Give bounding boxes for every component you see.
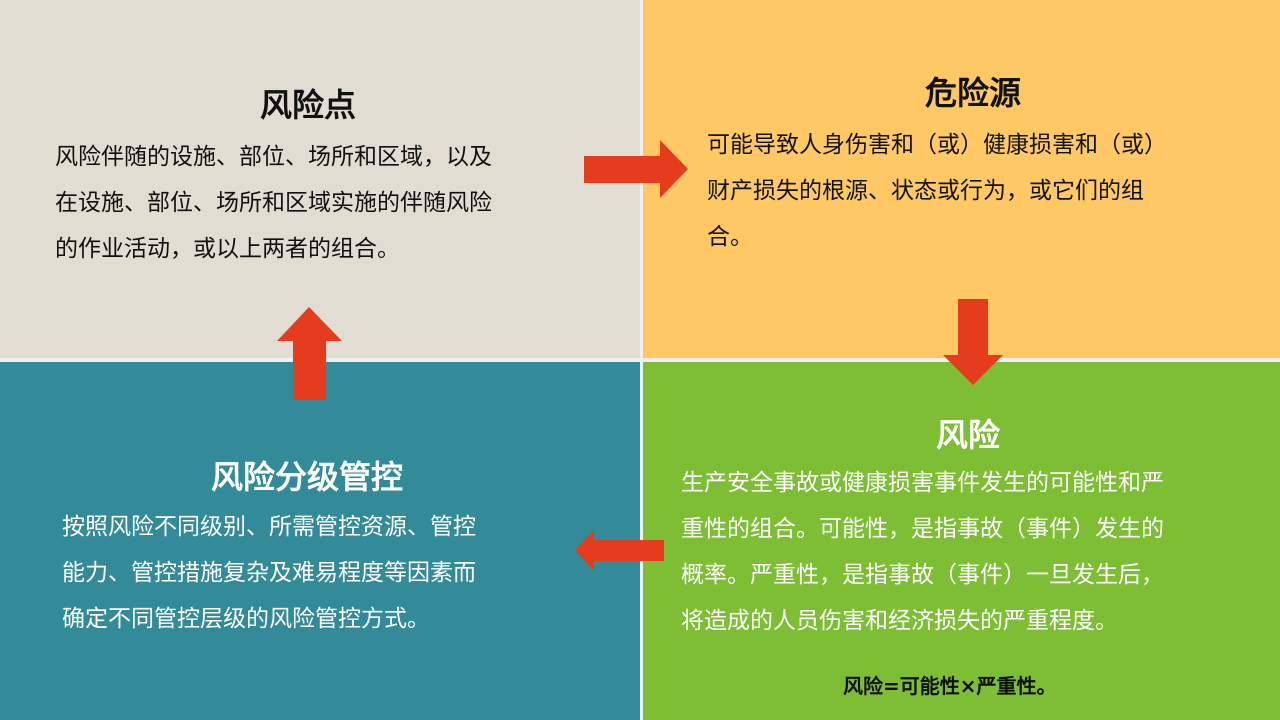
text-line: 风险伴随的设施、部位、场所和区域，以及 — [55, 144, 492, 170]
arrow-right-icon — [584, 140, 688, 198]
text-line: 在设施、部位、场所和区域实施的伴随风险 — [55, 190, 492, 216]
text-line: 能力、管控措施复杂及难易程度等因素而 — [62, 560, 476, 586]
text-line: 的作业活动，或以上两者的组合。 — [55, 236, 400, 262]
risk-control-description: 按照风险不同级别、所需管控资源、管控 能力、管控措施复杂及难易程度等因素而 确定… — [62, 504, 476, 642]
risk-control-panel: 风险分级管控 按照风险不同级别、所需管控资源、管控 能力、管控措施复杂及难易程度… — [0, 362, 640, 720]
risk-point-title: 风险点 — [259, 86, 356, 124]
arrow-up-icon — [277, 307, 342, 400]
arrow-down-icon — [943, 299, 1003, 385]
hazard-source-description: 可能导致人身伤害和（或）健康损害和（或） 财产损失的根源、状态或行为，或它们的组… — [707, 122, 1167, 260]
text-line: 确定不同管控层级的风险管控方式。 — [62, 606, 430, 632]
text-line: 按照风险不同级别、所需管控资源、管控 — [62, 514, 476, 540]
risk-title: 风险 — [935, 416, 1000, 454]
hazard-source-panel: 危险源 可能导致人身伤害和（或）健康损害和（或） 财产损失的根源、状态或行为，或… — [643, 0, 1280, 358]
hazard-source-title: 危险源 — [924, 74, 1021, 112]
text-line: 将造成的人员伤害和经济损失的严重程度。 — [681, 608, 1118, 634]
text-line: 财产损失的根源、状态或行为，或它们的组 — [707, 178, 1144, 204]
text-line: 重性的组合。可能性，是指事故（事件）发生的 — [681, 516, 1164, 542]
risk-description: 生产安全事故或健康损害事件发生的可能性和严 重性的组合。可能性，是指事故（事件）… — [681, 460, 1164, 644]
text-line: 可能导致人身伤害和（或）健康损害和（或） — [707, 132, 1167, 158]
risk-control-title: 风险分级管控 — [210, 458, 403, 496]
text-line: 生产安全事故或健康损害事件发生的可能性和严 — [681, 470, 1164, 496]
risk-point-panel: 风险点 风险伴随的设施、部位、场所和区域，以及 在设施、部位、场所和区域实施的伴… — [0, 0, 640, 358]
text-line: 概率。严重性，是指事故（事件）一旦发生后， — [681, 562, 1164, 588]
risk-formula: 风险=可能性×严重性。 — [843, 674, 1057, 698]
risk-panel: 风险 生产安全事故或健康损害事件发生的可能性和严 重性的组合。可能性，是指事故（… — [643, 362, 1280, 720]
risk-point-description: 风险伴随的设施、部位、场所和区域，以及 在设施、部位、场所和区域实施的伴随风险 … — [55, 134, 492, 272]
arrow-left-icon — [575, 530, 664, 571]
text-line: 合。 — [707, 224, 753, 250]
